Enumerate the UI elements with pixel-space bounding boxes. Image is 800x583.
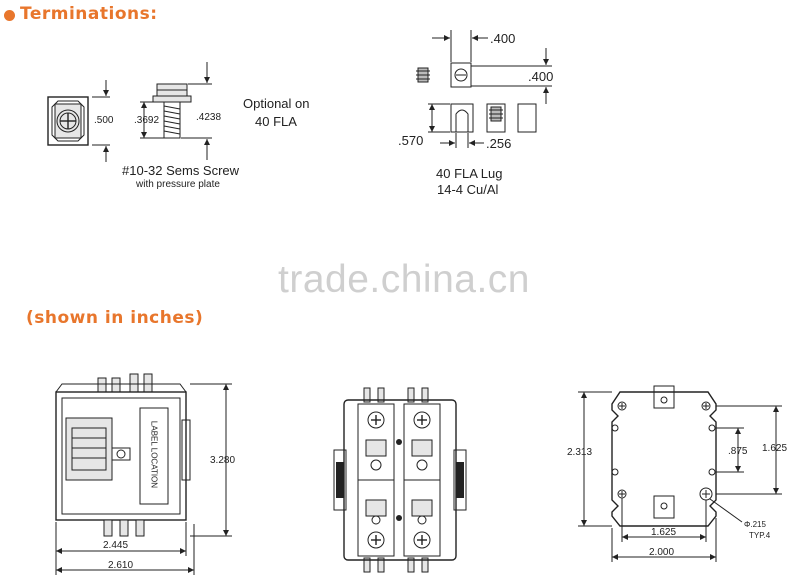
lug-right-dim: .400 [528,69,554,84]
side-inner-width-dim: 2.445 [103,540,129,551]
contactor-side-view [55,373,232,575]
contactor-base-view [578,385,782,562]
screw-title: #10-32 Sems Screw [122,163,240,178]
base-height-dim: 2.313 [567,447,593,458]
shown-in-inches-heading: (shown in inches) [26,308,204,328]
contactor-front-view [333,387,467,573]
base-hole-width-dim: 1.625 [651,527,677,538]
base-hole-count: TYP.4 [749,531,771,540]
lug-width-dim: .256 [486,136,512,151]
optional-line2: 40 FLA [255,114,297,129]
watermark: trade.china.cn [278,258,530,301]
screw-side-view [140,62,212,160]
lug-drawing [416,30,552,148]
side-height-dim: 3.280 [210,455,236,466]
terminations-heading: Terminations: [20,4,158,24]
label-location-text: LABEL LOCATION [149,420,159,489]
heading-bullet [4,10,15,21]
screw-top-view [47,80,110,162]
base-width-dim: 2.000 [649,547,675,558]
optional-line1: Optional on [243,96,310,111]
lug-top-dim: .400 [490,31,516,46]
screw-overall-dim: .4238 [196,112,222,123]
screw-subtitle: with pressure plate [136,179,220,190]
lug-subtitle: 14-4 Cu/Al [437,182,499,197]
side-outer-width-dim: 2.610 [108,560,134,571]
screw-width-dim: .500 [94,115,114,126]
base-hole-inner-dim: .875 [728,446,748,457]
lug-height-dim: .570 [398,133,424,148]
base-hole-dia-dim: Φ.215 [744,520,766,529]
screw-body-dim: .3692 [134,115,160,126]
base-hole-height-dim: 1.625 [762,443,788,454]
lug-title: 40 FLA Lug [436,166,503,181]
